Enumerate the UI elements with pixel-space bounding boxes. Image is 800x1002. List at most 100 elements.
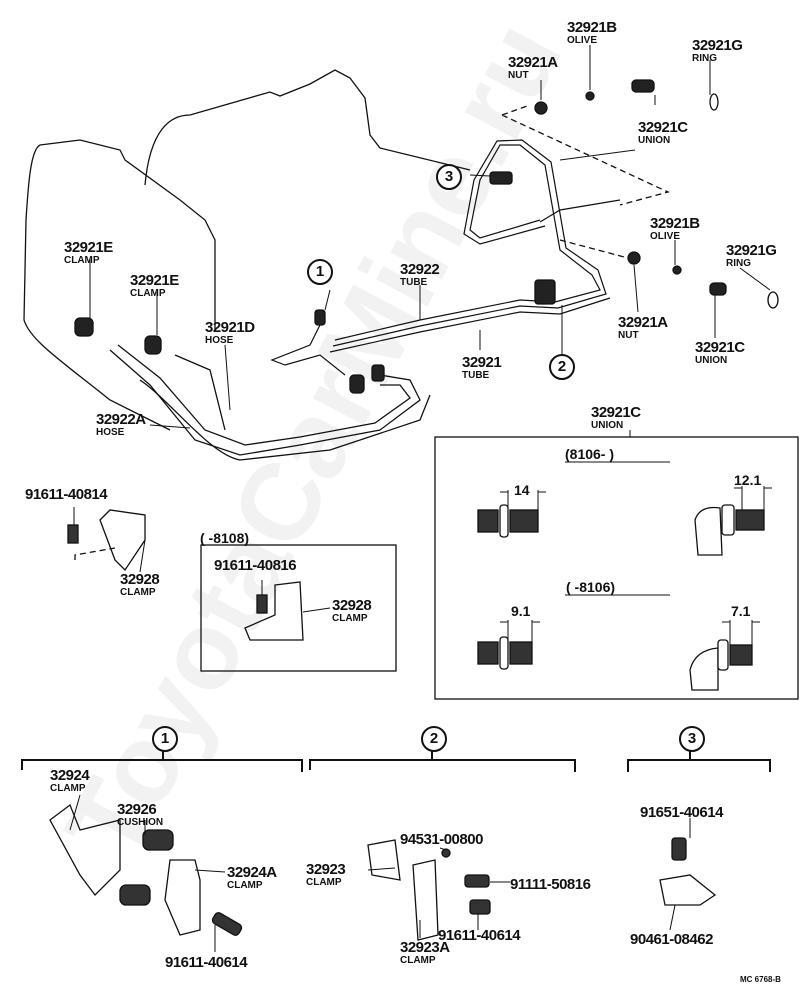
part-name: CUSHION (117, 817, 164, 828)
part-number: 91611-40614 (165, 954, 248, 971)
part-name: HOSE (96, 427, 125, 438)
part-label: 91111-50816 (510, 877, 591, 892)
part-label: 94531-00800 (400, 832, 483, 847)
part-number: 32921B (650, 215, 700, 232)
group-callout-2: 2 (421, 726, 447, 752)
period-union-new: (8106- ) (565, 446, 615, 462)
part-name: TUBE (462, 370, 490, 381)
leader-lines (69, 45, 771, 952)
part-number: 32922A (96, 411, 146, 428)
part-name: CLAMP (120, 587, 156, 598)
dashed-line (74, 104, 670, 560)
part-number: 32923 (306, 861, 346, 878)
part-number: 32928 (332, 597, 372, 614)
group-callout-3: 3 (679, 726, 705, 752)
part-number: 32921C (591, 404, 641, 421)
part-number: 32922 (400, 261, 440, 278)
part-name: RING (692, 53, 717, 64)
part-number: 91611-40614 (438, 927, 521, 944)
part-number: 91611-40816 (214, 557, 297, 574)
dim-straight-new: 14 (514, 482, 530, 498)
part-name: UNION (695, 355, 728, 366)
part-name: HOSE (205, 335, 234, 346)
part-label: 91651-40614 (640, 805, 723, 820)
tube-bundle (270, 139, 621, 376)
part-number: 32921 (462, 354, 502, 371)
callout-3: 3 (436, 164, 462, 190)
part-number: 32921E (130, 272, 179, 289)
part-name: CLAMP (130, 288, 166, 299)
part-number: 32924A (227, 864, 277, 881)
part-name: NUT (618, 330, 639, 341)
dimension-lines (500, 461, 772, 645)
part-number: 90461-08462 (630, 931, 713, 948)
part-number: 32921C (638, 119, 688, 136)
callout-2: 2 (549, 354, 575, 380)
part-label: 91611-40614 (165, 954, 248, 971)
union-drawings (477, 504, 765, 691)
part-number: 94531-00800 (400, 831, 483, 848)
part-number: 32923A (400, 939, 450, 956)
clamp-variant-box (200, 544, 397, 672)
part-name: OLIVE (567, 35, 598, 46)
group-callout-1: 1 (152, 726, 178, 752)
part-name: NUT (508, 70, 529, 81)
period-union-old: ( -8106) (566, 579, 616, 595)
part-label: 91611-40814 (25, 486, 108, 503)
part-number: 32928 (120, 571, 160, 588)
drawing-code: MC 6768-B (740, 975, 781, 984)
dim-elbow-old: 7.1 (731, 603, 751, 619)
part-number: 32921B (567, 19, 617, 36)
part-name: OLIVE (650, 231, 681, 242)
part-number: 32921A (618, 314, 668, 331)
part-name: RING (726, 258, 751, 269)
part-label: 91611-40816 (214, 557, 297, 574)
part-name: CLAMP (64, 255, 100, 266)
clamp-drawings (49, 509, 717, 941)
part-number: 32926 (117, 801, 157, 818)
period-clamp-old: ( -8108) (200, 530, 250, 546)
group-brackets (21, 750, 771, 772)
part-number: 91651-40614 (640, 804, 723, 821)
part-label: 91611-40614 (438, 927, 521, 944)
part-number: 32921C (695, 339, 745, 356)
part-name: TUBE (400, 277, 428, 288)
part-name: CLAMP (400, 955, 436, 966)
part-number: 32921G (726, 242, 777, 259)
part-number: 91611-40814 (25, 486, 108, 503)
part-name: UNION (638, 135, 671, 146)
hose-assembly (109, 344, 431, 461)
callout-1: 1 (307, 259, 333, 285)
part-number: 32921E (64, 239, 113, 256)
dim-elbow-new: 12.1 (734, 472, 762, 488)
part-name: CLAMP (306, 877, 342, 888)
engine-outline (144, 69, 471, 186)
part-number: 32921A (508, 54, 558, 71)
part-name: CLAMP (50, 783, 86, 794)
part-number: 32921D (205, 319, 255, 336)
part-number: 32924 (50, 767, 90, 784)
